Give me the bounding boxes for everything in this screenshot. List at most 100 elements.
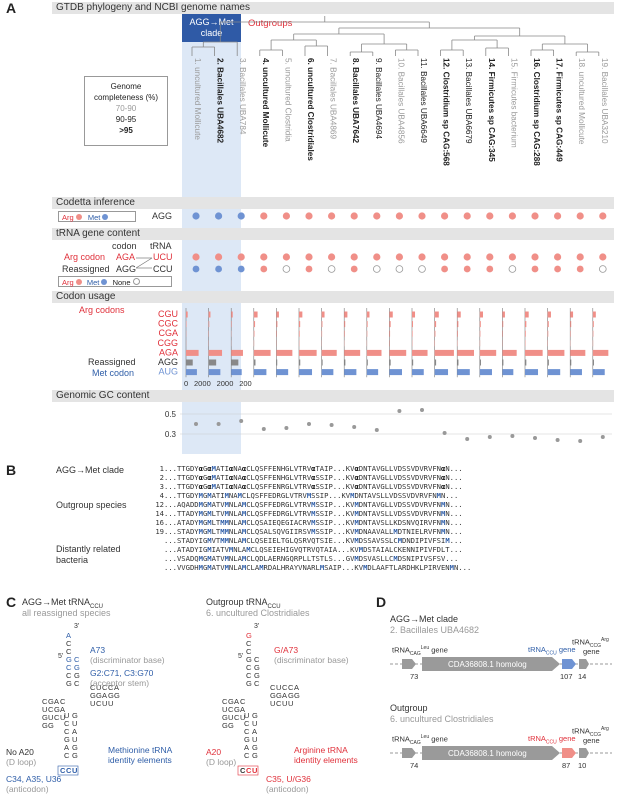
usage-bar	[344, 321, 346, 328]
d-out-num-2: 87	[562, 761, 571, 770]
usage-bar	[412, 330, 413, 337]
usage-bar	[592, 369, 605, 376]
usage-bar	[525, 359, 527, 366]
d-out-ccg-sub: CCG	[589, 732, 602, 738]
trna-ucu-dot	[395, 253, 403, 261]
trna-ccu-dot	[260, 265, 268, 273]
usage-bar	[208, 369, 221, 376]
usage-bar	[208, 321, 210, 328]
usage-bar	[344, 349, 361, 356]
usage-bar	[547, 330, 549, 337]
c-right-title-text: Outgroup tRNA	[206, 597, 268, 607]
c-right-species: 6. uncultured Clostridiales	[206, 608, 310, 618]
alignment-row-number: 12	[155, 500, 164, 509]
usage-bar	[276, 359, 278, 366]
alignment-group-clade: AGG→Met clade	[56, 465, 125, 475]
d-clade-num-3: 14	[578, 672, 587, 681]
trna-trna-header: tRNA	[150, 241, 172, 251]
trna-ccu-dot	[508, 265, 517, 273]
d-arm-base: U	[60, 713, 65, 722]
trna-ccu-dot	[554, 265, 561, 273]
species-label: 5. uncultured Clostridia	[283, 58, 292, 142]
alignment-sequence: ...TTGDYαGαMATIαNAαCLQSFFENHGLVTRVαTAIP.…	[164, 464, 463, 473]
t-arm-base: U	[288, 699, 293, 708]
stem-base: C	[66, 671, 72, 680]
codetta-title: Codetta inference	[56, 197, 135, 208]
three-prime-label: 3'	[74, 623, 79, 630]
usage-bar	[276, 321, 278, 328]
d-out-ccu-sub: CCU	[545, 739, 557, 746]
anticodon-stem-base: G	[72, 751, 78, 760]
d-arm-base: G	[54, 705, 60, 714]
trna-ucu-dot	[531, 253, 539, 261]
gc-point	[284, 426, 289, 430]
stem-base: G	[246, 679, 252, 688]
c-left-g2: G2:C71, C3:G70	[90, 668, 154, 678]
codetta-codon: AGG	[152, 211, 173, 221]
species-label: 13. Bacillales UBA6679	[464, 58, 473, 144]
trna-ccu-dot	[327, 265, 336, 273]
codon-label: CGA	[158, 328, 178, 338]
d-out-trna-ccg: tRNACCGArg	[572, 726, 609, 738]
usage-bar	[276, 311, 279, 318]
t-arm-base: C	[108, 683, 114, 692]
codetta-legend-arg: Arg	[62, 213, 74, 222]
anticodon-stem-base: C	[64, 751, 70, 760]
c-right-a20: A20	[206, 747, 222, 757]
anticodon-stem-base: G	[72, 743, 78, 752]
d-out-ccu-gene-word: gene	[558, 734, 576, 743]
usage-bar	[186, 311, 188, 318]
usage-bar	[366, 330, 368, 337]
alignment-row: 12...AQADDMGMATVMNLAMCLQSFFEDRGLVTRVMSSI…	[150, 500, 471, 509]
gc-point	[374, 428, 379, 432]
legend-row-high: >95	[119, 126, 133, 135]
trna-ucu-dot	[305, 253, 313, 261]
alignment-row: 16...ATADYMGMLTMMNLAMCLQSAIEQEGIACRVMSSI…	[150, 518, 471, 527]
d-clade-ccu-sub: CCU	[545, 650, 557, 657]
d-clade-ccu-gene-word: gene	[558, 645, 576, 654]
trna-agg: AGG	[116, 264, 137, 274]
d-out-ccu-gene-shape	[562, 748, 576, 758]
usage-bar	[592, 311, 596, 318]
alignment-row-number: 16	[155, 518, 164, 527]
trna-legend: Arg Met None	[58, 276, 172, 287]
d-out-trna-leu-text: tRNA	[392, 734, 410, 744]
d-arm-base: C	[54, 713, 60, 722]
gc-point	[307, 422, 311, 426]
t-arm-base: C	[102, 683, 108, 692]
usage-bar	[231, 311, 233, 318]
t-arm-base: G	[96, 691, 102, 700]
usage-bar	[231, 359, 239, 366]
codetta-dot	[260, 212, 268, 220]
usage-bar	[434, 349, 454, 356]
usage-bar	[231, 349, 243, 356]
anticodon-box	[237, 765, 259, 776]
usage-bar	[366, 349, 382, 356]
d-clade-num-2: 107	[560, 672, 573, 681]
stem-base: G	[246, 631, 252, 640]
codetta-legend-met: Met	[87, 213, 101, 222]
anticodon-stem-base: A	[252, 727, 257, 736]
t-arm-base: C	[288, 683, 294, 692]
stem-base: C	[74, 655, 80, 664]
d-clade-trna-ccu-text: tRNA	[528, 645, 546, 654]
usage-bar	[231, 369, 242, 376]
anticodon-base: C	[240, 766, 246, 775]
trna-ccu-dot	[237, 265, 245, 273]
d-arm-base: A	[60, 705, 65, 714]
stem-base: C	[246, 663, 252, 672]
c-left-title-sub: CCU	[90, 603, 104, 610]
anticodon-stem-base: U	[72, 719, 77, 728]
alignment-row-number: 14	[155, 509, 164, 518]
codetta-dot	[486, 212, 494, 220]
anticodon-stem-base: C	[64, 727, 70, 736]
usage-bar	[366, 369, 379, 376]
alignment-row: ...VVGDHMGMATVMNLAMCLAMRDALHRAYVNARLMSAI…	[150, 563, 471, 572]
usage-bar	[570, 311, 574, 318]
usage-bar	[525, 311, 529, 318]
t-arm-base: G	[90, 691, 96, 700]
d-clade-trna-leu-text: tRNA	[392, 645, 410, 655]
c-left-a73-note: (discriminator base)	[90, 655, 165, 665]
usage-bar	[389, 359, 391, 366]
t-arm-base: C	[270, 683, 276, 692]
